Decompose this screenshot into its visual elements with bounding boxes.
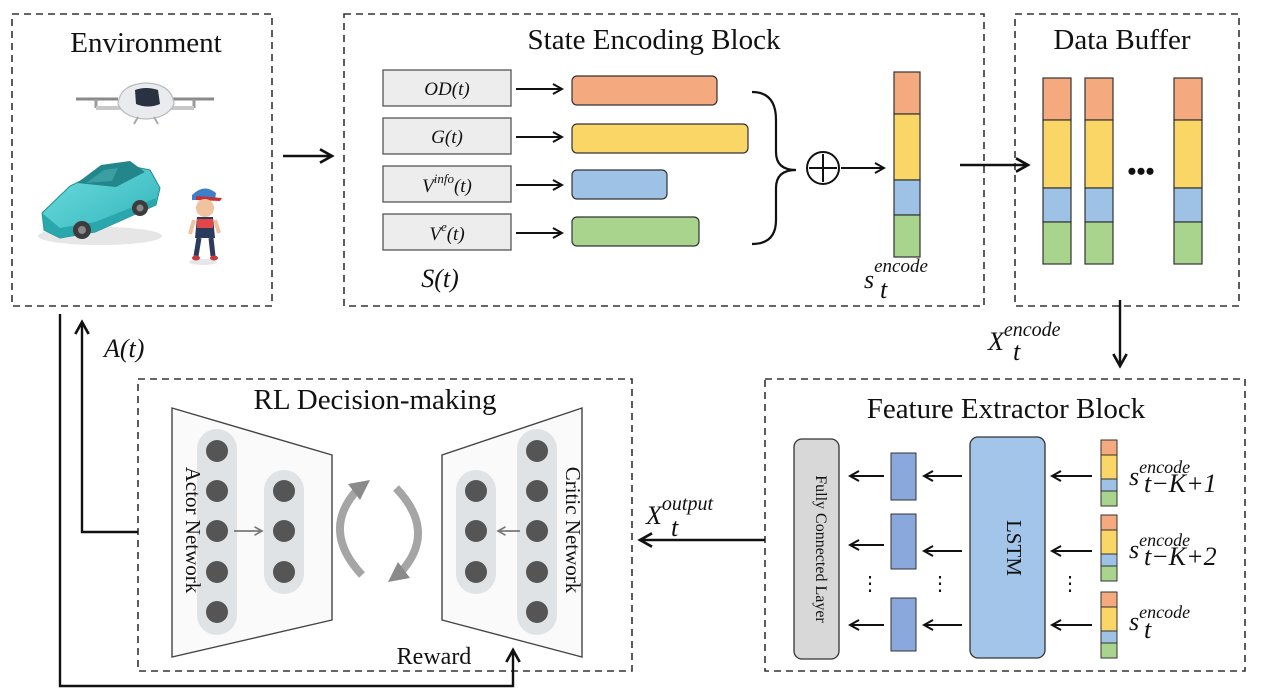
state-input-boxes	[382, 69, 512, 251]
rl-decision-block	[137, 378, 633, 672]
concat-icon	[806, 151, 840, 185]
feature-bars	[890, 452, 917, 652]
lstm-output-vdots: ⋮	[930, 573, 950, 595]
feature-extractor-title: Feature Extractor Block	[867, 393, 1146, 425]
actor-network-label: Actor Network	[181, 467, 205, 594]
feature-input-vdots: ⋮	[1060, 573, 1080, 595]
feature-extractor-block	[764, 378, 1246, 672]
feature-bar-arrows	[850, 476, 884, 625]
fc-layer-label: Fully Connected Layer	[812, 475, 829, 623]
lstm-output-arrows	[924, 476, 962, 625]
feature-input-sub-1: t−K+1	[1144, 469, 1217, 498]
reward-arrow	[58, 314, 513, 688]
critic-neurons	[465, 440, 548, 623]
feature-input-sub-2: t−K+2	[1144, 542, 1217, 571]
actor-neurons	[206, 440, 295, 623]
pedestrian-icon	[188, 188, 222, 265]
data-buffer-block	[1014, 13, 1240, 307]
feature-input-label-2: sencode	[1129, 530, 1190, 564]
feature-bar-vdots: ⋮	[860, 573, 880, 595]
buffer-output-sub: t	[1013, 337, 1021, 366]
state-symbol: S(t)	[421, 264, 459, 293]
drone-icon	[76, 82, 214, 125]
buffer-stack	[1042, 77, 1072, 265]
state-input-g: G(t)	[431, 127, 463, 148]
vinfo-embedding-bar	[571, 169, 668, 200]
feature-input-label-3: sencode	[1129, 602, 1190, 636]
encoded-state-sub: t	[880, 275, 888, 304]
feature-output-sub: t	[671, 513, 679, 542]
state-input-ve: Ve(t)	[429, 219, 464, 245]
state-input-vinfo: Vinfo(t)	[422, 171, 472, 197]
lstm-label: LSTM	[1002, 520, 1026, 576]
feature-output-label: Xoutput	[645, 493, 713, 530]
embedding-bars	[571, 75, 749, 247]
critic-network-label: Critic Network	[561, 467, 585, 594]
feature-input-label-1: sencode	[1129, 457, 1190, 491]
encoded-state-label: sencode	[864, 256, 928, 294]
state-encoding-title: State Encoding Block	[528, 24, 781, 56]
buffer-stack	[1173, 77, 1203, 265]
encoded-state-stack	[893, 71, 921, 258]
feature-input-stacks	[1100, 439, 1118, 659]
buffer-stack	[1084, 77, 1114, 265]
buffer-ellipsis: •••	[1127, 157, 1154, 186]
lstm-block	[969, 436, 1046, 659]
environment-title: Environment	[70, 27, 221, 59]
combine-brace	[751, 90, 797, 246]
cycle-arrows-icon	[335, 480, 423, 582]
state-input-arrows	[516, 89, 562, 233]
g-embedding-bar	[571, 123, 749, 154]
state-encoding-block	[343, 13, 985, 307]
state-input-od: OD(t)	[424, 79, 469, 100]
buffer-output-label: Xencode	[987, 319, 1061, 356]
action-arrow	[82, 322, 138, 534]
ve-embedding-bar	[571, 216, 700, 247]
action-label: A(t)	[102, 334, 144, 363]
rl-decision-title: RL Decision-making	[254, 384, 497, 416]
reward-label: Reward	[397, 644, 472, 670]
feature-input-arrows	[1052, 476, 1092, 625]
buffer-stacks	[1042, 77, 1203, 265]
data-buffer-title: Data Buffer	[1053, 24, 1190, 56]
fc-layer-block	[793, 438, 840, 660]
od-embedding-bar	[571, 75, 718, 106]
car-icon	[38, 161, 162, 245]
feature-input-sub-3: t	[1144, 615, 1152, 644]
